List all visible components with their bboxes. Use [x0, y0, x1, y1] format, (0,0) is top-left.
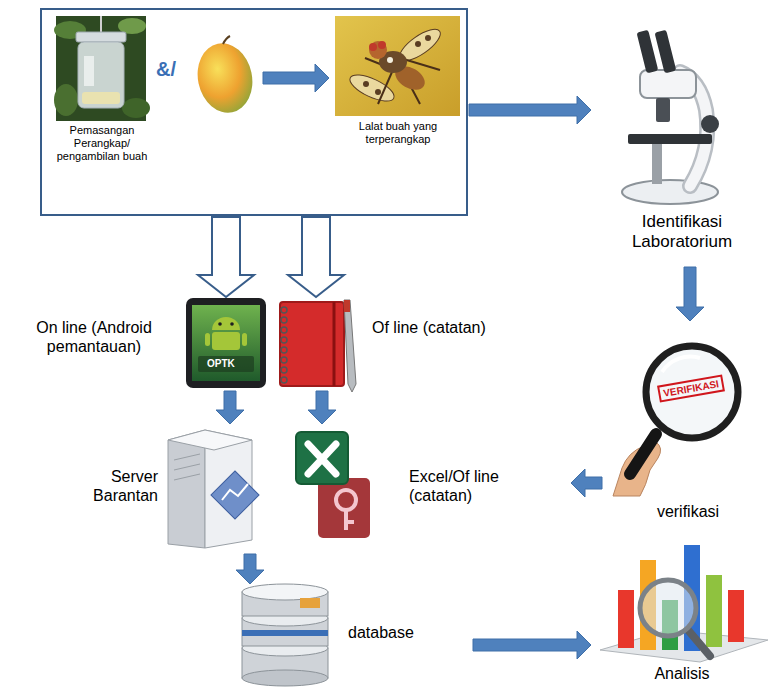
node-label: Pemasangan Perangkap/ pengambilan buah — [52, 124, 152, 164]
analysis-chart — [600, 545, 768, 662]
office-icons — [296, 432, 370, 538]
offline-input: Of line (catatan) — [272, 298, 504, 390]
node-label: database — [348, 623, 468, 642]
node-label: Of line (catatan) — [372, 318, 500, 337]
process-group: Pemasangan Perangkap/ pengambilan buah La… — [40, 8, 468, 216]
server-tower — [168, 430, 259, 548]
trap-step: Pemasangan Perangkap/ pengambilan buah — [50, 16, 262, 188]
flow-arrow — [676, 267, 704, 321]
flow-arrow — [216, 391, 244, 424]
trap-photo — [54, 16, 150, 121]
flow-arrow — [571, 469, 602, 497]
fly-step: Lalat buah yang terperangkap — [330, 16, 464, 156]
database-node: database — [232, 585, 472, 685]
server-node: Server Barantan — [58, 425, 260, 553]
flow-arrow — [473, 631, 591, 659]
stamp-text: VERIFIKASI — [657, 374, 725, 402]
spreadsheet-node: Excel/Of line (catatan) — [285, 425, 570, 553]
flow-arrow — [236, 554, 264, 584]
connector-symbol: &/ — [156, 58, 176, 81]
verification-magnifier — [613, 346, 738, 496]
flow-arrow — [263, 64, 329, 92]
tablet-device — [186, 298, 266, 388]
database-stack — [242, 584, 328, 686]
node-label: verifikasi — [603, 502, 773, 521]
fruit-fly-photo — [335, 16, 460, 116]
lab-step: Identifikasi Laboratorium — [592, 14, 775, 266]
verification-node: verifikasi — [603, 322, 776, 527]
node-label: On line (Android pemantauan) — [8, 318, 180, 356]
node-label: Analisis — [592, 664, 772, 683]
node-label: Server Barantan — [58, 467, 158, 505]
hollow-flow-arrow — [198, 217, 254, 297]
notebook — [280, 300, 356, 392]
analysis-node: Analisis — [592, 530, 775, 687]
node-label: Identifikasi Laboratorium — [592, 212, 772, 253]
online-input: On line (Android pemantauan) — [6, 298, 268, 390]
node-label: Lalat buah yang terperangkap — [338, 120, 458, 146]
flow-arrow — [469, 96, 591, 124]
flow-arrow — [308, 391, 336, 424]
hollow-flow-arrow — [288, 217, 344, 297]
screen-text: OPTK — [207, 358, 235, 369]
microscope — [622, 30, 719, 204]
node-label: Excel/Of line (catatan) — [409, 467, 565, 505]
mango — [191, 36, 258, 118]
